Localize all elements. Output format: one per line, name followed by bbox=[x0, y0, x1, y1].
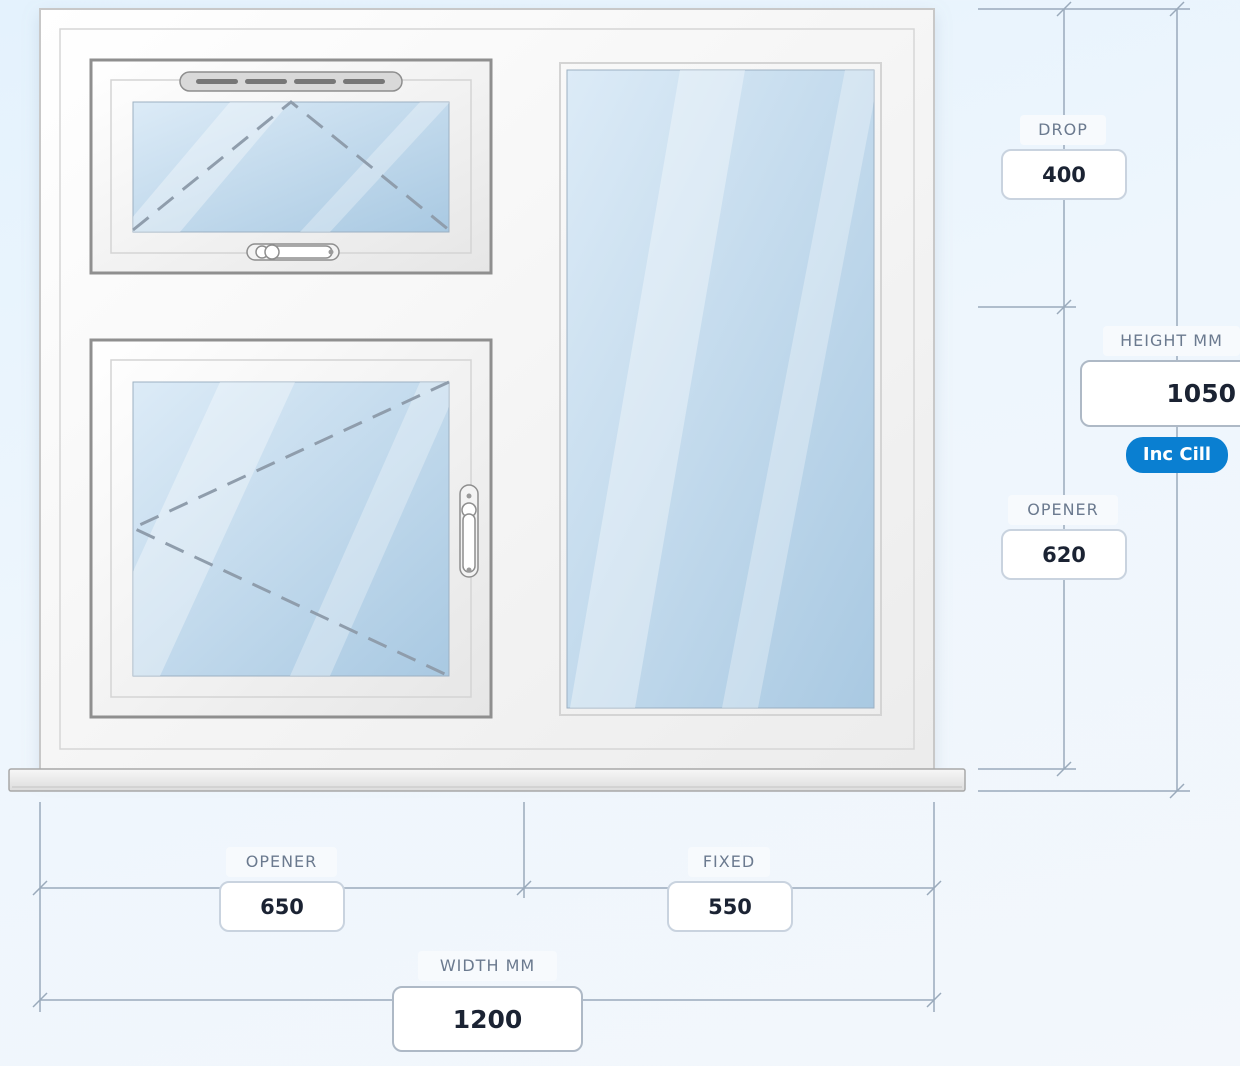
top-drop-sash[interactable] bbox=[89, 58, 493, 275]
opener-width-label: OPENER bbox=[226, 847, 337, 877]
opener-handle-icon bbox=[459, 484, 479, 578]
opener-height-input[interactable] bbox=[1001, 529, 1127, 580]
fixed-input[interactable] bbox=[667, 881, 793, 932]
inc-cill-badge: Inc Cill bbox=[1126, 437, 1228, 473]
width-label: WIDTH MM bbox=[418, 951, 557, 981]
trickle-vent-icon bbox=[179, 71, 403, 92]
drop-label: DROP bbox=[1020, 115, 1106, 145]
width-input[interactable] bbox=[392, 986, 583, 1052]
height-label: HEIGHT MM bbox=[1103, 326, 1240, 356]
fixed-label: FIXED bbox=[688, 847, 770, 877]
window-cill bbox=[8, 768, 966, 792]
drop-input[interactable] bbox=[1001, 149, 1127, 200]
top-sash-handle-icon bbox=[246, 243, 340, 261]
opener-width-input[interactable] bbox=[219, 881, 345, 932]
opener-height-label: OPENER bbox=[1008, 495, 1118, 525]
fixed-pane[interactable] bbox=[559, 62, 882, 716]
opener-sash[interactable] bbox=[85, 338, 493, 719]
height-input[interactable] bbox=[1080, 360, 1240, 427]
